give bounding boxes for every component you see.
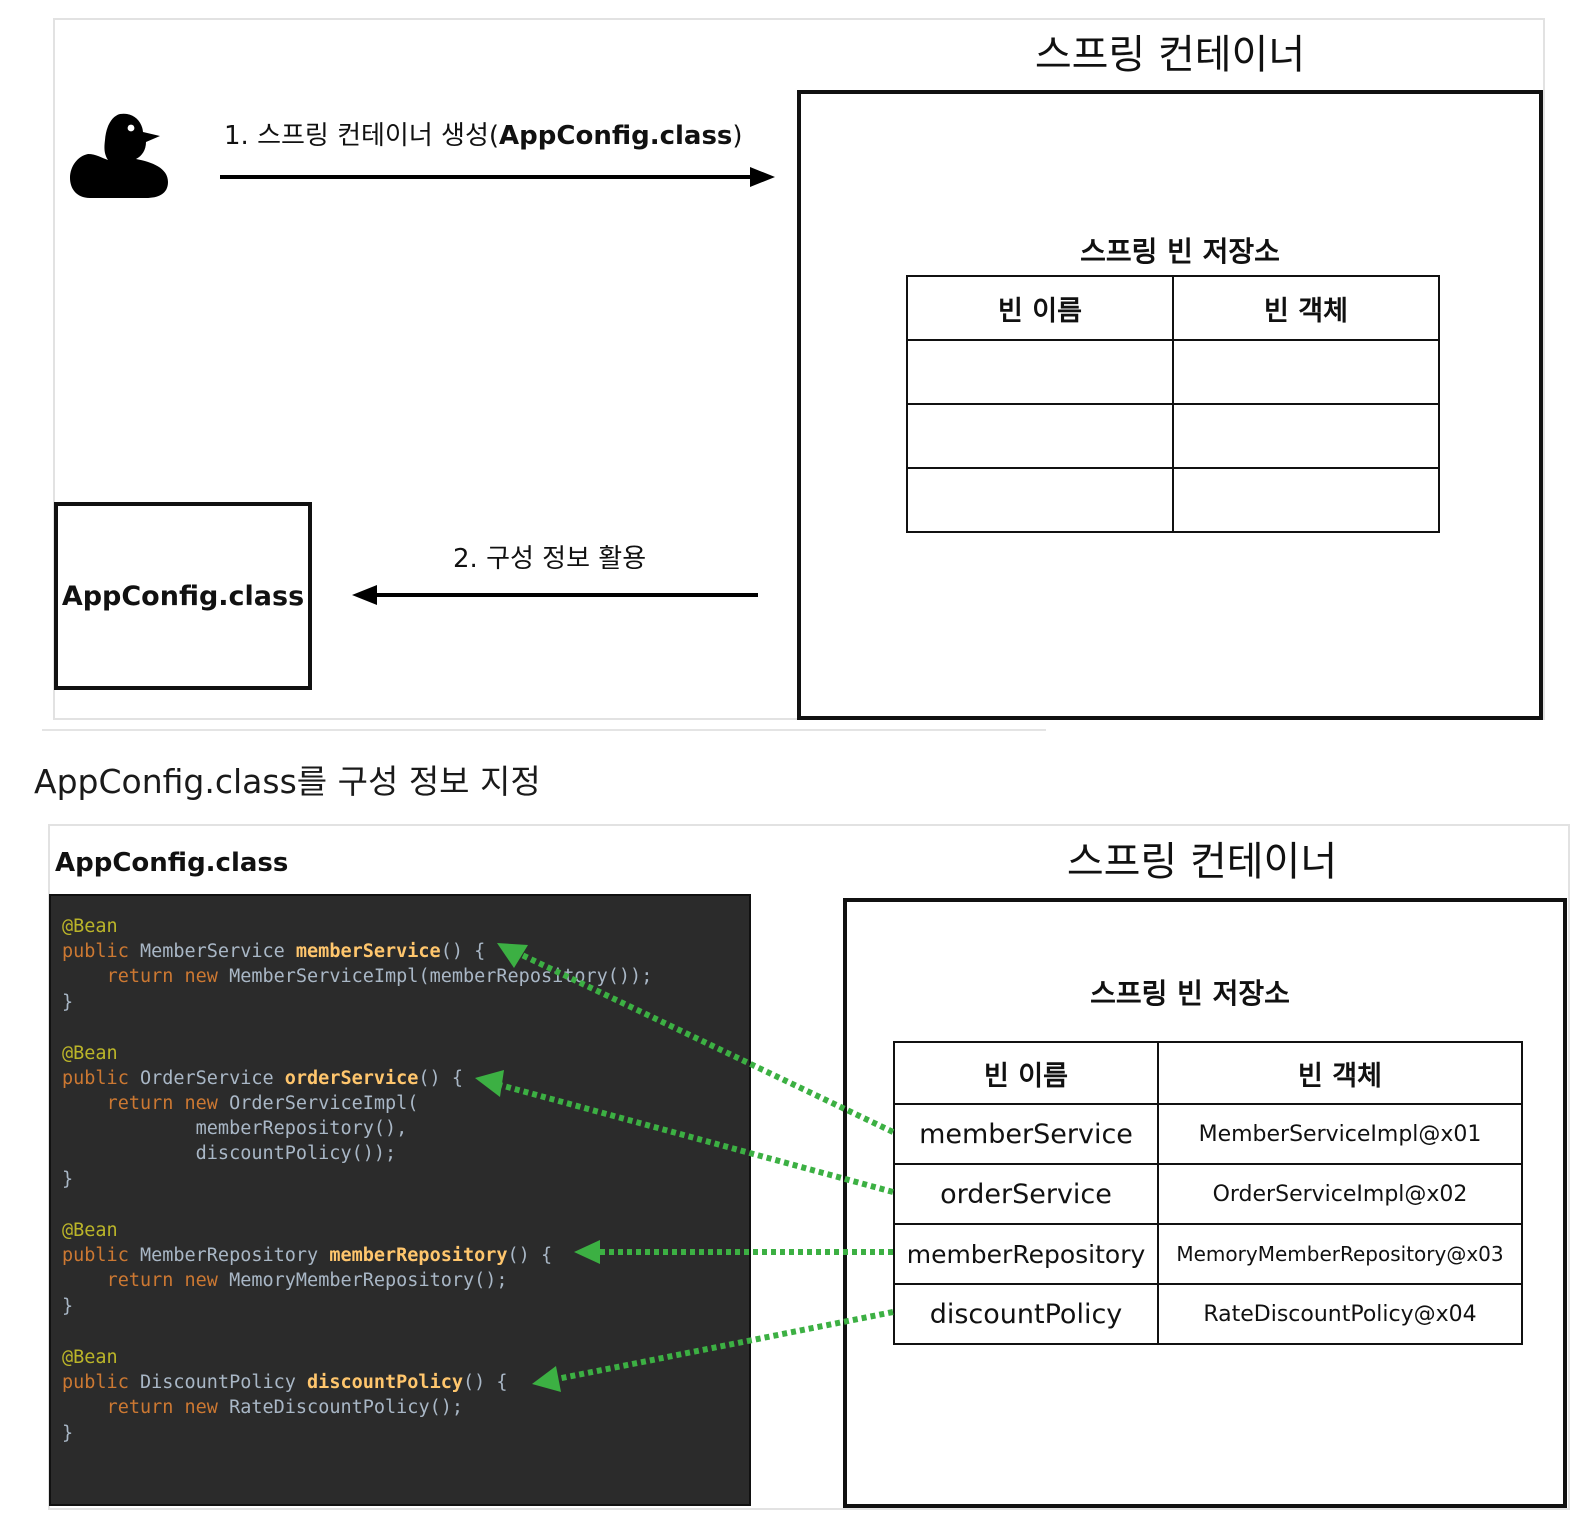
bean-object-cell: RateDiscountPolicy@x04: [1157, 1283, 1523, 1345]
code-signature: public DiscountPolicy discountPolicy() {: [62, 1372, 508, 1393]
bean-table: 빈 이름 빈 객체 memberService MemberServiceImp…: [893, 1041, 1523, 1345]
code-signature: public MemberService memberService() {: [62, 941, 486, 962]
duck-icon: [70, 113, 168, 198]
code-body-line: return new RateDiscountPolicy();: [106, 1397, 463, 1418]
arrow-create: [220, 167, 775, 187]
table-header-row: 빈 이름 빈 객체: [893, 1041, 1523, 1105]
code-annotation: @Bean: [62, 916, 118, 937]
arrow-create-label: 1. 스프링 컨테이너 생성(AppConfig.class): [224, 115, 743, 152]
table-row: discountPolicy RateDiscountPolicy@x04: [893, 1283, 1523, 1345]
table-row: [906, 403, 1440, 469]
code-body-line: return new MemoryMemberRepository();: [106, 1270, 508, 1291]
bean-name-cell: memberRepository: [893, 1223, 1159, 1285]
code-annotation: @Bean: [62, 1347, 118, 1368]
bean-object-cell: OrderServiceImpl@x02: [1157, 1163, 1523, 1225]
arrow-use-config: [352, 585, 758, 605]
table-cell: [1172, 403, 1440, 469]
code-body-line: memberRepository(),: [195, 1118, 408, 1139]
caption: AppConfig.class를 구성 정보 지정: [34, 762, 541, 801]
appconfig-box: AppConfig.class: [54, 502, 312, 690]
table-row: [906, 339, 1440, 405]
code-body-line: discountPolicy());: [195, 1143, 397, 1164]
table-cell: [1172, 467, 1440, 533]
code-annotation: @Bean: [62, 1043, 118, 1064]
table-cell: [906, 467, 1174, 533]
code-close-brace: }: [62, 992, 74, 1013]
arrow-create-label-bold: AppConfig.class: [499, 121, 733, 151]
header-bean-object: 빈 객체: [1172, 275, 1440, 341]
header-bean-name: 빈 이름: [893, 1041, 1159, 1105]
code-signature: public OrderService orderService() {: [62, 1068, 463, 1089]
divider: [42, 729, 1046, 731]
table-row: [906, 467, 1440, 533]
bean-name-cell: orderService: [893, 1163, 1159, 1225]
code-close-brace: }: [62, 1296, 74, 1317]
bean-name-cell: memberService: [893, 1103, 1159, 1165]
table-row: orderService OrderServiceImpl@x02: [893, 1163, 1523, 1225]
table-cell: [906, 339, 1174, 405]
code-close-brace: }: [62, 1423, 74, 1444]
table-cell: [906, 403, 1174, 469]
bean-name-cell: discountPolicy: [893, 1283, 1159, 1345]
bean-repository-title: 스프링 빈 저장소: [1080, 235, 1280, 268]
table-header-row: 빈 이름 빈 객체: [906, 275, 1440, 341]
code-annotation: @Bean: [62, 1220, 118, 1241]
container-title: 스프링 컨테이너: [1066, 839, 1338, 885]
arrow-use-config-label: 2. 구성 정보 활용: [453, 544, 647, 574]
header-bean-object: 빈 객체: [1157, 1041, 1523, 1105]
code-body-line: return new OrderServiceImpl(: [106, 1093, 419, 1114]
bean-table: 빈 이름 빈 객체: [906, 275, 1440, 533]
code-close-brace: }: [62, 1169, 74, 1190]
header-bean-name: 빈 이름: [906, 275, 1174, 341]
bean-object-cell: MemberServiceImpl@x01: [1157, 1103, 1523, 1165]
code-signature: public MemberRepository memberRepository…: [62, 1245, 553, 1266]
code-body-line: return new MemberServiceImpl(memberRepos…: [106, 966, 653, 987]
table-cell: [1172, 339, 1440, 405]
table-row: memberRepository MemoryMemberRepository@…: [893, 1223, 1523, 1285]
arrow-create-label-close: ): [732, 121, 743, 151]
bean-object-cell: MemoryMemberRepository@x03: [1157, 1223, 1523, 1285]
code-title: AppConfig.class: [55, 848, 289, 878]
arrow-create-label-text: 1. 스프링 컨테이너 생성(: [224, 121, 500, 151]
bean-repository-title: 스프링 빈 저장소: [1090, 977, 1290, 1010]
table-row: memberService MemberServiceImpl@x01: [893, 1103, 1523, 1165]
container-title: 스프링 컨테이너: [1034, 32, 1306, 78]
